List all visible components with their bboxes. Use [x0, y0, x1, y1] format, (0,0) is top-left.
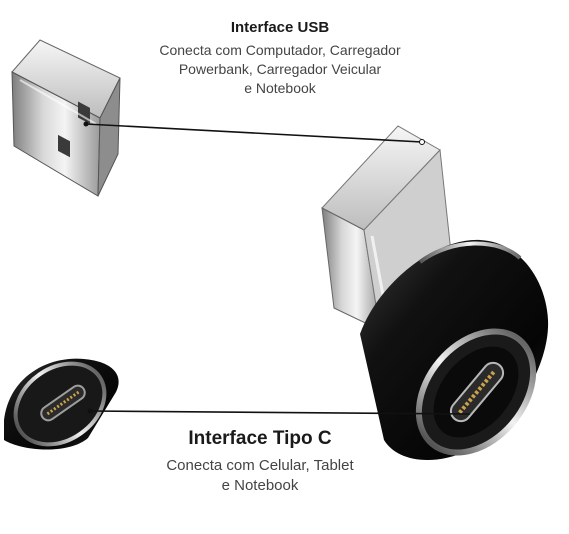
usb-caption-line: Conecta com Computador, Carregador	[159, 42, 401, 59]
usb-caption-line: e Notebook	[244, 80, 316, 97]
usb-leader-line	[85, 123, 423, 143]
main-adapter	[321, 125, 549, 461]
leader-lines	[83, 121, 471, 415]
usb-caption: Interface USB Conecta com Computador, Ca…	[120, 18, 440, 98]
usb-caption-title: Interface USB	[230, 19, 330, 36]
typec-leader-dot	[87, 408, 93, 414]
usb-caption-line: Powerbank, Carregador Veicular	[178, 61, 382, 78]
typec-caption-line: e Notebook	[221, 476, 299, 494]
typec-caption-title: Interface Tipo C	[188, 428, 332, 449]
typec-leader-line	[89, 410, 471, 415]
usb-leader-dot	[83, 121, 89, 127]
typec-caption: Interface Tipo C Conecta com Celular, Ta…	[95, 426, 425, 496]
typec-caption-line: Conecta com Celular, Tablet	[166, 456, 354, 474]
usb-leader-end	[419, 139, 425, 145]
usb-a-plug-closeup	[11, 39, 121, 197]
type-c-port-closeup	[4, 358, 119, 450]
